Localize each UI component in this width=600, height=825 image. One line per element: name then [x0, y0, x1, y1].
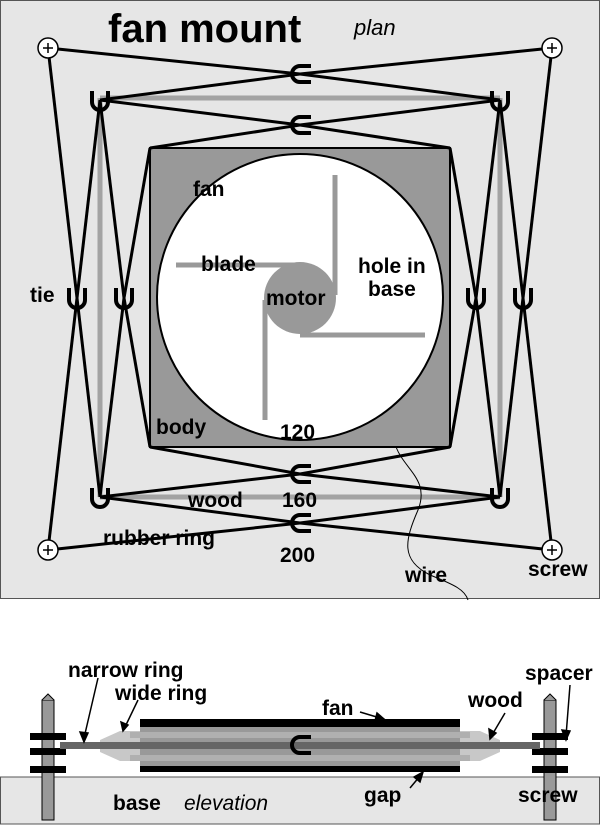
label-wide-ring: wide ring: [114, 682, 207, 705]
label-wire: wire: [404, 564, 447, 587]
label-fan-elev: fan: [322, 697, 354, 720]
label-wood: wood: [187, 489, 243, 512]
elevation-view: narrow ring wide ring fan wood spacer ba…: [0, 659, 600, 825]
wood-frame: [97, 95, 503, 500]
tie-clip-icon: [67, 288, 87, 310]
screw-icon: [37, 539, 59, 561]
label-base: base: [113, 792, 161, 815]
label-120: 120: [280, 421, 315, 444]
diagram-title: fan mount: [108, 7, 301, 51]
elevation-screws: [41, 693, 557, 821]
label-narrow-ring: narrow ring: [68, 659, 184, 682]
tie-clip-icon: [90, 488, 110, 509]
tie-clip-icon: [490, 91, 510, 112]
tie-clip-icon: [513, 288, 533, 310]
tie-clip-icon: [290, 513, 311, 533]
fan-top-plate: [140, 719, 460, 727]
tie-clip-icon: [490, 488, 510, 509]
plan-view-label: plan: [353, 15, 396, 40]
rubber-ring-lines: [46, 46, 554, 552]
narrow-ring: [60, 742, 540, 749]
tie-clip-icon: [466, 288, 486, 310]
label-blade: blade: [201, 253, 256, 276]
motor-hub: [264, 262, 336, 334]
tie-clip-icon: [290, 64, 311, 84]
elevation-view-label: elevation: [184, 792, 268, 815]
label-screw-plan: screw: [528, 558, 588, 581]
pointer-arrows: [78, 677, 572, 789]
label-fan: fan: [193, 178, 225, 201]
tie-clip-icon: [290, 735, 311, 755]
plan-view: fan mount plan fan blade motor hole in b…: [0, 0, 600, 601]
screw-icon: [37, 37, 59, 59]
screw-icons: [37, 37, 563, 561]
tie-clip-icon: [290, 115, 311, 135]
tie-clip-icon: [114, 288, 134, 310]
spacers: [30, 733, 568, 773]
tie-clips: [67, 64, 533, 533]
fan-bottom-plate: [140, 766, 460, 772]
label-gap: gap: [364, 784, 401, 807]
wire: [395, 446, 469, 601]
tie-clip-icon: [90, 91, 110, 112]
label-spacer: spacer: [525, 662, 593, 685]
label-screw-elev: screw: [518, 784, 578, 807]
screw-icon: [541, 539, 563, 561]
screw-icon: [541, 37, 563, 59]
label-motor: motor: [266, 287, 326, 310]
label-rubber-ring: rubber ring: [103, 527, 215, 550]
label-tie: tie: [30, 284, 55, 307]
fan-blades: [176, 175, 425, 420]
label-body: body: [156, 416, 206, 439]
label-160: 160: [282, 489, 317, 512]
tie-clip-icon: [290, 464, 311, 484]
label-200: 200: [280, 544, 315, 567]
label-wood-elev: wood: [467, 689, 523, 712]
label-hole-in-base-2: base: [368, 278, 416, 301]
label-hole-in-base-1: hole in: [358, 255, 426, 278]
base-slab: [0, 776, 600, 825]
